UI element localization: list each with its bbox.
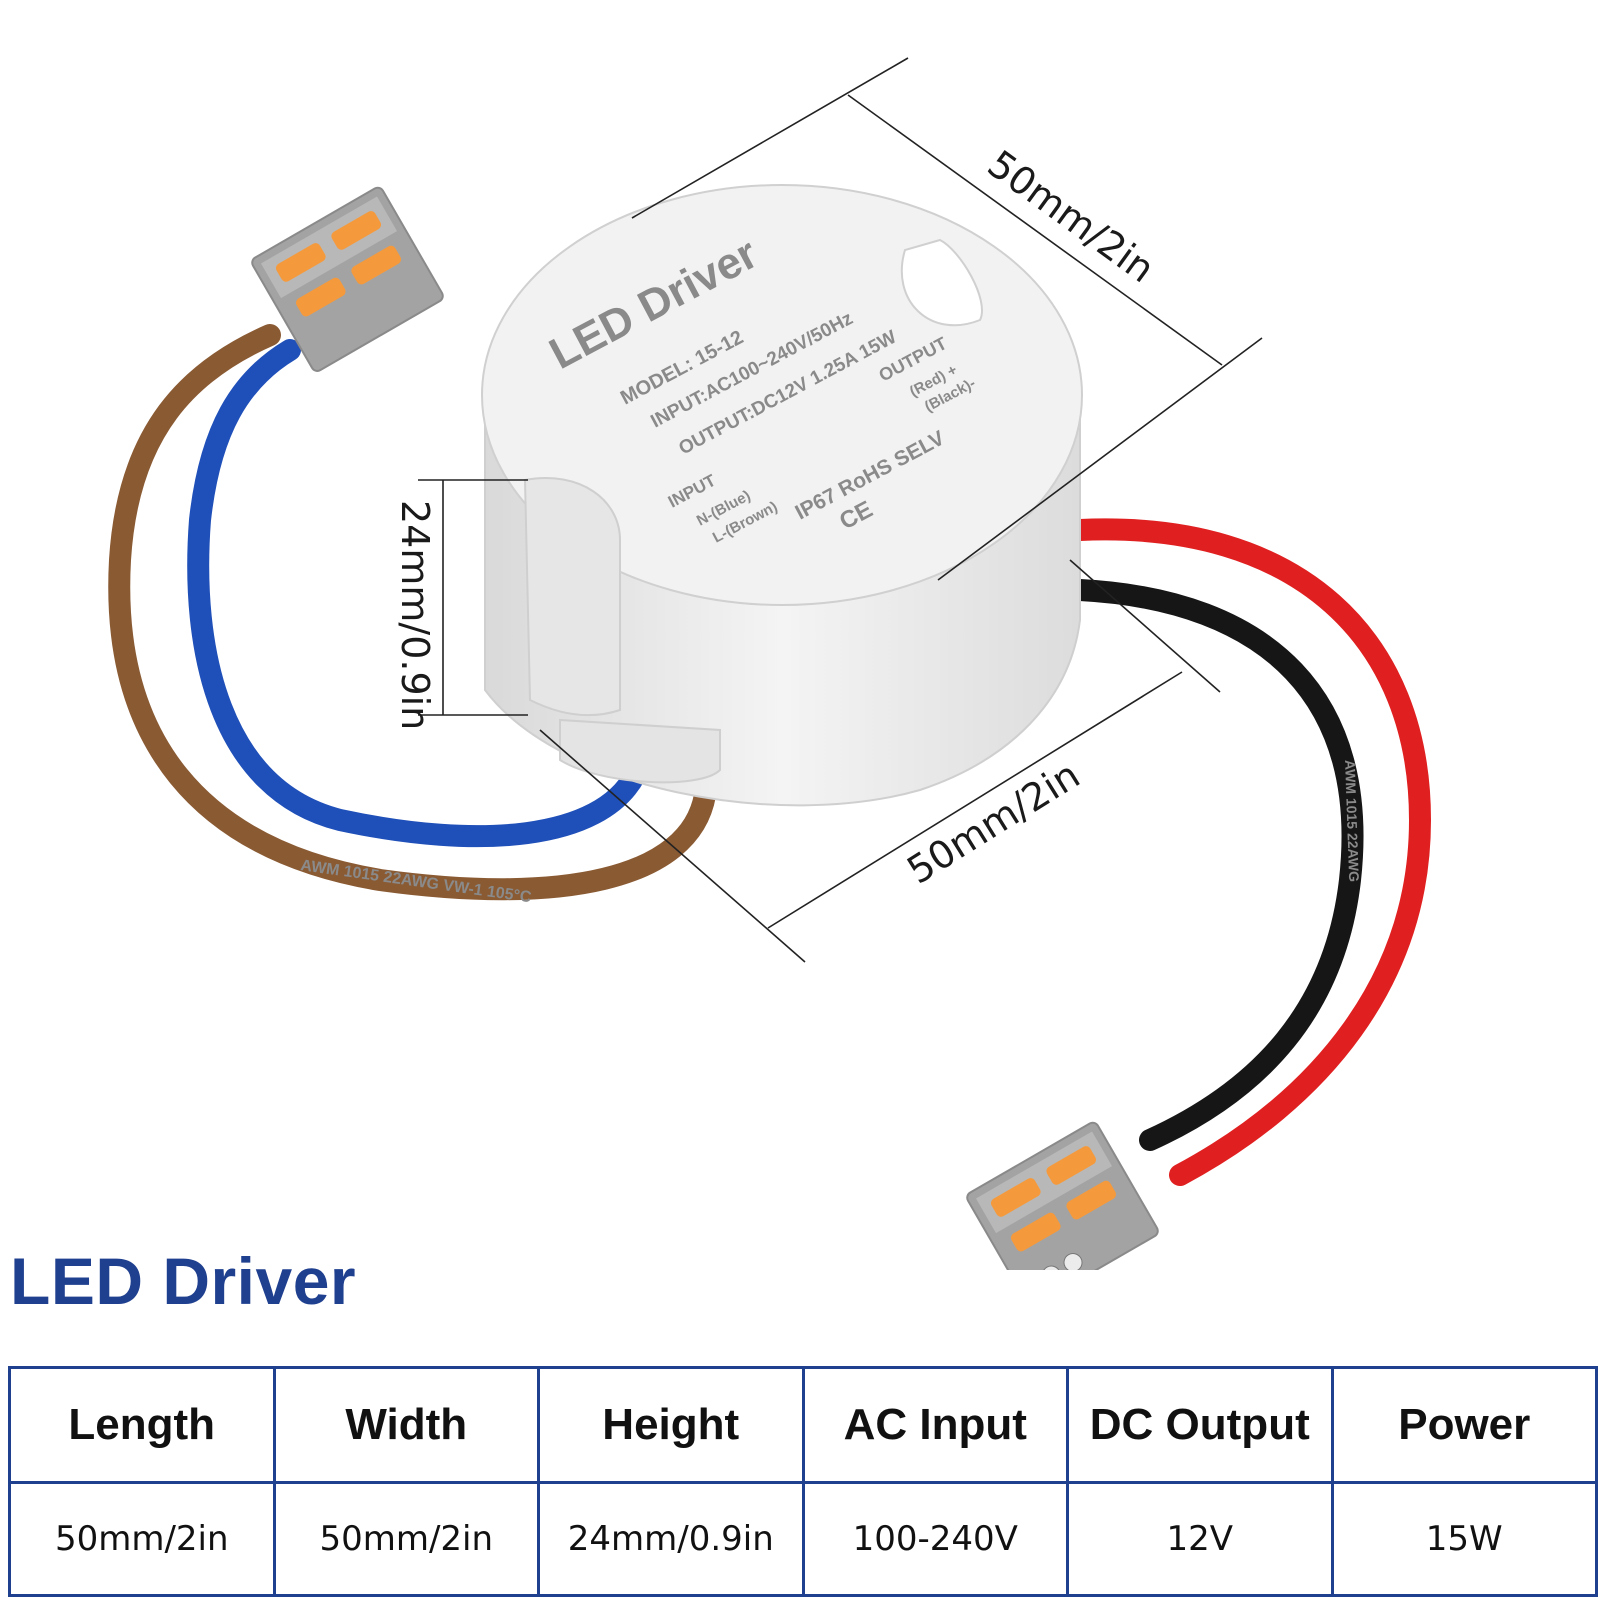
wire-marking-right: AWM 1015 22AWG bbox=[1342, 760, 1362, 883]
driver-housing bbox=[481, 184, 1083, 807]
red-wire bbox=[1069, 518, 1432, 1186]
dim-label-height: 24mm/0.9in bbox=[393, 500, 437, 730]
header-width: Width bbox=[272, 1366, 540, 1484]
connector-lever bbox=[331, 211, 382, 250]
notch-right bbox=[900, 238, 983, 327]
value-length: 50mm/2in bbox=[8, 1481, 276, 1597]
wire-exit-tab bbox=[559, 718, 721, 784]
header-dc-output: DC Output bbox=[1066, 1366, 1334, 1484]
header-length: Length bbox=[8, 1366, 276, 1484]
header-power: Power bbox=[1330, 1366, 1598, 1484]
value-width: 50mm/2in bbox=[272, 1481, 540, 1597]
connector-lever bbox=[351, 245, 402, 285]
dimension-lines bbox=[418, 57, 1263, 963]
connector-lever bbox=[990, 1178, 1041, 1217]
spec-table: Length Width Height AC Input DC Output P… bbox=[8, 1366, 1598, 1597]
output-connector bbox=[966, 1121, 1159, 1270]
black-wire bbox=[1069, 579, 1364, 1151]
connector-lever bbox=[295, 277, 346, 317]
header-height: Height bbox=[537, 1366, 805, 1484]
product-illustration: AWM 1015 22AWG VW-1 105°C AWM 1015 22AWG… bbox=[108, 57, 1432, 1270]
output-wires: AWM 1015 22AWG bbox=[1069, 518, 1432, 1186]
notch-left bbox=[523, 477, 621, 717]
header-ac-input: AC Input bbox=[801, 1366, 1069, 1484]
value-dc-output: 12V bbox=[1066, 1481, 1334, 1597]
connector-lever bbox=[1066, 1180, 1117, 1220]
value-ac-input: 100-240V bbox=[801, 1481, 1069, 1597]
input-connector bbox=[251, 186, 444, 372]
value-height: 24mm/0.9in bbox=[537, 1481, 805, 1597]
spec-header-row: Length Width Height AC Input DC Output P… bbox=[8, 1366, 1598, 1484]
value-power: 15W bbox=[1330, 1481, 1598, 1597]
brown-wire bbox=[108, 324, 716, 901]
spec-value-row: 50mm/2in 50mm/2in 24mm/0.9in 100-240V 12… bbox=[8, 1481, 1598, 1597]
connector-lever bbox=[275, 243, 326, 282]
blue-wire bbox=[187, 339, 646, 848]
connector-lever bbox=[1010, 1212, 1061, 1252]
product-title: LED Driver bbox=[10, 1244, 357, 1318]
connector-lever bbox=[1046, 1146, 1097, 1185]
